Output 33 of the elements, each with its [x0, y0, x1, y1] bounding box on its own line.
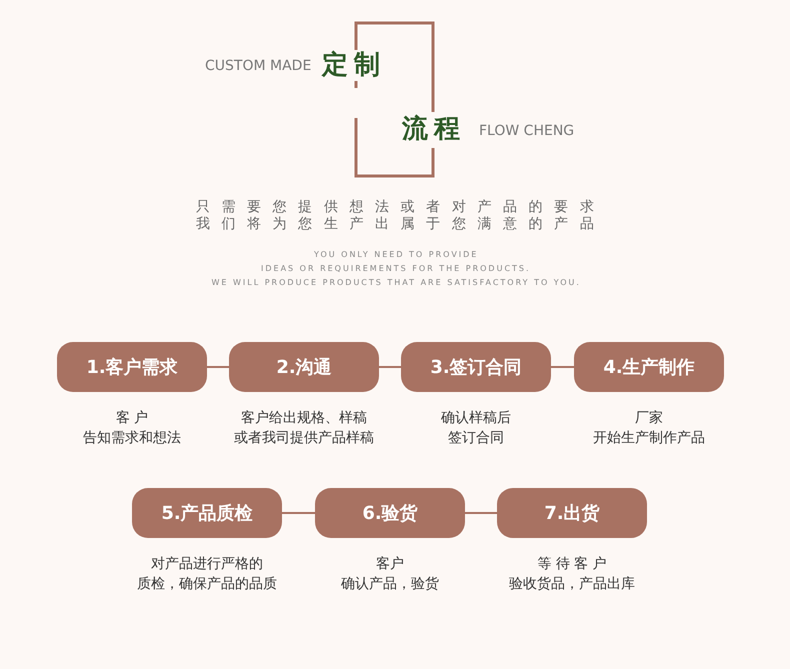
- intro-text: 只需要您提供想法或者对产品的要求: [196, 199, 606, 216]
- connector-line: [379, 366, 401, 368]
- step-description: 客 户: [114, 409, 150, 428]
- intro-text: 我们将为您生产出属于您满意的产品: [196, 216, 606, 233]
- step-box: 5.产品质检: [132, 488, 282, 538]
- step-box: 4.生产制作: [574, 342, 724, 392]
- step-box: 7.出货: [497, 488, 647, 538]
- connector-line: [465, 512, 497, 514]
- step-description: 客户: [375, 555, 405, 574]
- step-description: 开始生产制作产品: [592, 429, 706, 448]
- step-box: 2.沟通: [229, 342, 379, 392]
- step-description: 客户给出规格、样稿: [240, 409, 368, 428]
- subtitle-text: FLOW CHENG: [479, 123, 574, 140]
- step-description: 或者我司提供产品样稿: [233, 429, 375, 448]
- subtitle-text: CUSTOM MADE: [205, 58, 312, 75]
- step-box: 1.客户需求: [57, 342, 207, 392]
- step-description: 厂家: [634, 409, 664, 428]
- step-description: 确认样稿后: [440, 409, 512, 428]
- intro-text: YOU ONLY NEED TO PROVIDE: [314, 250, 478, 260]
- step-description: 告知需求和想法: [82, 429, 182, 448]
- step-description: 对产品进行严格的: [150, 555, 264, 574]
- step-description: 签订合同: [447, 429, 505, 448]
- intro-text: IDEAS OR REQUIREMENTS FOR THE PRODUCTS.: [261, 264, 531, 274]
- step-box: 6.验货: [315, 488, 465, 538]
- step-description: 确认产品，验货: [340, 575, 440, 594]
- connector-line: [282, 512, 315, 514]
- step-description: 等 待 客 户: [536, 555, 608, 574]
- step-box: 3.签订合同: [401, 342, 551, 392]
- step-description: 验收货品，产品出库: [508, 575, 636, 594]
- step-description: 质检，确保产品的品质: [136, 575, 278, 594]
- connector-line: [551, 366, 574, 368]
- connector-line: [207, 366, 229, 368]
- intro-text: WE WILL PRODUCE PRODUCTS THAT ARE SATISFACTORY TO YOU.: [212, 278, 581, 288]
